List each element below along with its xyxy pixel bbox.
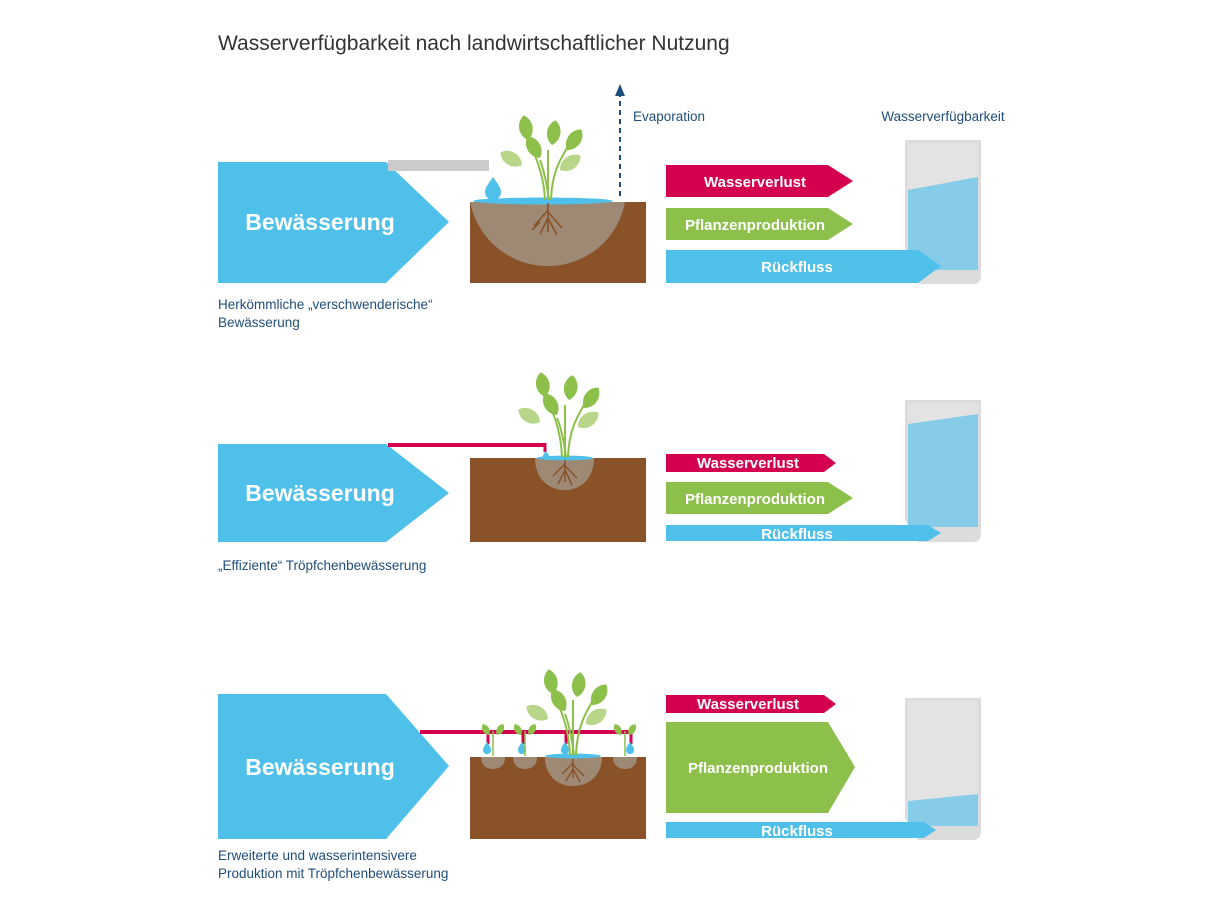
plant-arrow bbox=[666, 482, 853, 514]
return-arrow bbox=[666, 822, 936, 838]
water-puddle bbox=[545, 753, 601, 759]
loss-arrow bbox=[666, 695, 836, 713]
plant-production-label: Pflanzenproduktion bbox=[688, 760, 828, 777]
water-puddle bbox=[537, 455, 593, 461]
scenario-caption-line-1: Erweiterte und wasserintensivere bbox=[218, 848, 417, 863]
plant-icon bbox=[522, 668, 612, 783]
scenario-caption-line-2: Bewässerung bbox=[218, 315, 300, 330]
loss-label: Wasserverlust bbox=[697, 696, 799, 713]
plant-production-label: Pflanzenproduktion bbox=[685, 217, 825, 234]
evaporation-arrow-head bbox=[615, 84, 625, 96]
evaporation-label: Evaporation bbox=[633, 109, 705, 124]
irrigation-arrow bbox=[218, 694, 449, 839]
plant-arrow bbox=[666, 722, 855, 813]
loss-arrow bbox=[666, 165, 853, 197]
wet-soil-zone bbox=[470, 202, 625, 266]
plant-production-label: Pflanzenproduktion bbox=[685, 491, 825, 508]
loss-arrow bbox=[666, 454, 836, 472]
irrigation-label: Bewässerung bbox=[245, 480, 395, 506]
return-arrow bbox=[666, 250, 941, 283]
return-flow-label: Rückfluss bbox=[761, 823, 833, 840]
water-puddle bbox=[473, 197, 613, 205]
irrigation-arrow bbox=[218, 162, 449, 283]
water-drop-icon bbox=[485, 177, 501, 200]
plant-icon bbox=[514, 371, 604, 486]
irrigation-label: Bewässerung bbox=[245, 754, 395, 780]
plant-arrow bbox=[666, 208, 853, 240]
plant-icon bbox=[496, 114, 587, 236]
water-level bbox=[908, 794, 978, 826]
scenario-drip: Bewässerung Wasserv bbox=[218, 371, 981, 573]
irrigation-arrow bbox=[218, 444, 449, 542]
return-flow-label: Rückfluss bbox=[761, 259, 833, 276]
availability-label: Wasserverfügbarkeit bbox=[881, 109, 1005, 124]
water-level bbox=[908, 414, 978, 527]
loss-label: Wasserverlust bbox=[697, 455, 799, 472]
water-level bbox=[908, 177, 978, 270]
water-drops bbox=[483, 742, 634, 754]
return-flow-label: Rückfluss bbox=[761, 526, 833, 543]
return-arrow bbox=[666, 525, 941, 541]
scenario-caption-line-1: „Effiziente“ Tröpfchenbewässerung bbox=[218, 558, 426, 573]
small-plant-icons bbox=[479, 722, 639, 756]
scenario-conventional: Bewässerung Evaporation bbox=[218, 84, 1005, 330]
supply-pipe bbox=[388, 160, 489, 171]
loss-label: Wasserverlust bbox=[704, 174, 806, 191]
scenario-expanded: Bewässerung bbox=[218, 668, 981, 881]
scenario-caption-line-2: Produktion mit Tröpfchenbewässerung bbox=[218, 866, 448, 881]
irrigation-label: Bewässerung bbox=[245, 209, 395, 235]
diagram-title: Wasserverfügbarkeit nach landwirtschaftl… bbox=[218, 32, 730, 55]
scenario-caption-line-1: Herkömmliche „verschwenderische“ bbox=[218, 297, 433, 312]
